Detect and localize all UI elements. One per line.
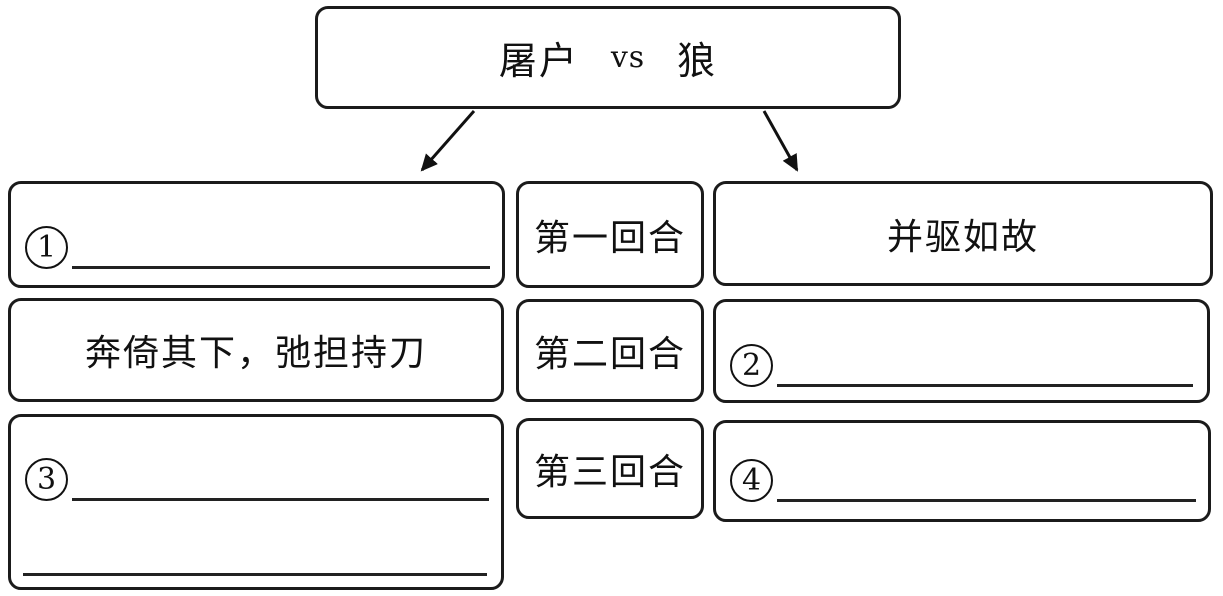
- round2-wolf-box: 2: [713, 299, 1210, 403]
- arrow-right: [762, 110, 799, 172]
- blank-line-4: [777, 499, 1196, 502]
- round1-wolf-text: 并驱如故: [886, 216, 1039, 258]
- round3-butcher-box: 3: [8, 414, 504, 590]
- arrow-left: [420, 110, 476, 172]
- circled-number-1: 1: [25, 226, 68, 269]
- blank-line-2: [777, 384, 1193, 387]
- round1-butcher-box: 1: [8, 181, 505, 288]
- round2-label: 第二回合: [533, 333, 686, 375]
- round2-butcher-box: 奔倚其下，弛担持刀: [8, 298, 504, 402]
- blank-line-1: [72, 266, 490, 269]
- circled-number-3: 3: [25, 458, 68, 501]
- round1-wolf-box: 并驱如故: [713, 181, 1213, 286]
- title-versus: vs: [610, 40, 646, 75]
- circled-number-4: 4: [730, 459, 773, 502]
- title-box: 屠户 vs 狼: [315, 6, 901, 109]
- round3-wolf-box: 4: [713, 420, 1211, 522]
- blank-line-3b: [23, 573, 487, 576]
- title-left: 屠户: [498, 39, 579, 83]
- round2-butcher-text: 奔倚其下，弛担持刀: [84, 333, 427, 374]
- round1-label-box: 第一回合: [516, 181, 704, 288]
- round2-label-box: 第二回合: [516, 299, 704, 402]
- circled-number-2: 2: [730, 344, 773, 387]
- blank-line-3a: [72, 498, 489, 501]
- round3-label-box: 第三回合: [516, 418, 704, 519]
- round3-label: 第三回合: [533, 451, 686, 493]
- round1-label: 第一回合: [533, 217, 686, 259]
- title-right: 狼: [677, 39, 718, 83]
